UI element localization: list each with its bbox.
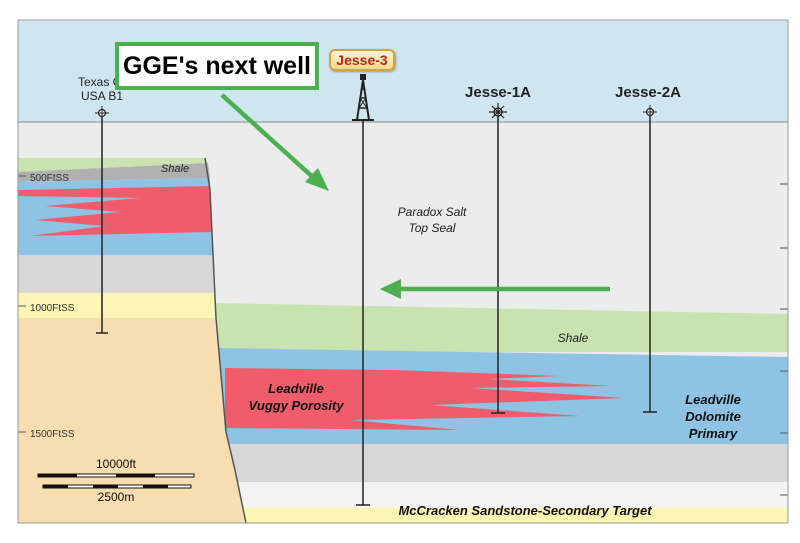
frame-border [17,19,789,524]
next-well-callout: GGE's next well [115,42,319,90]
depth-label-1000: 1000FtSS [30,303,75,314]
left-sandstone-layer [18,293,216,318]
scale-bar [37,473,195,489]
thin-light-layer [215,482,788,508]
left-porosity-body [18,186,212,236]
dolomite-label-2: Dolomite [685,409,741,424]
thin-dark-layer [18,163,210,182]
porosity-label-2: Vuggy Porosity [248,398,344,413]
lower-shale-layer [215,303,788,352]
upper-shale-layer [18,158,208,172]
upper-shale-label: Shale [161,163,189,175]
jesse2a-label: Jesse-2A [615,84,681,101]
dolomite-label-1: Leadville [685,392,741,407]
depth-label-500: 500FtSS [30,173,69,184]
texas-well-label: Texas O [78,75,122,89]
jesse3-badge: Jesse-3 [329,49,395,71]
gray-layer [215,444,788,482]
vuggy-porosity-body [225,368,625,430]
fault-line [204,157,247,524]
left-arrow-icon [380,279,610,299]
scale-bottom-label: 2500m [98,490,135,504]
texas-well-label-2: USA B1 [81,89,123,103]
sandstone-label: McCracken Sandstone-Secondary Target [398,503,652,518]
depth-label-1500: 1500FtSS [30,429,75,440]
porosity-label-1: Leadville [268,381,324,396]
scale-top-label: 10000ft [96,457,137,471]
lower-shale-label: Shale [558,331,589,345]
dolomite-label-3: Primary [689,426,738,441]
oil-show-icon [489,103,507,121]
salt-label-2: Top Seal [409,221,456,235]
diagonal-arrow-icon [220,93,329,191]
salt-label-1: Paradox Salt [398,205,467,219]
basement-sand-layer [18,318,246,523]
mccracken-sandstone-layer [215,508,788,523]
left-gray-layer [18,255,214,293]
jesse1a-label: Jesse-1A [465,84,531,101]
